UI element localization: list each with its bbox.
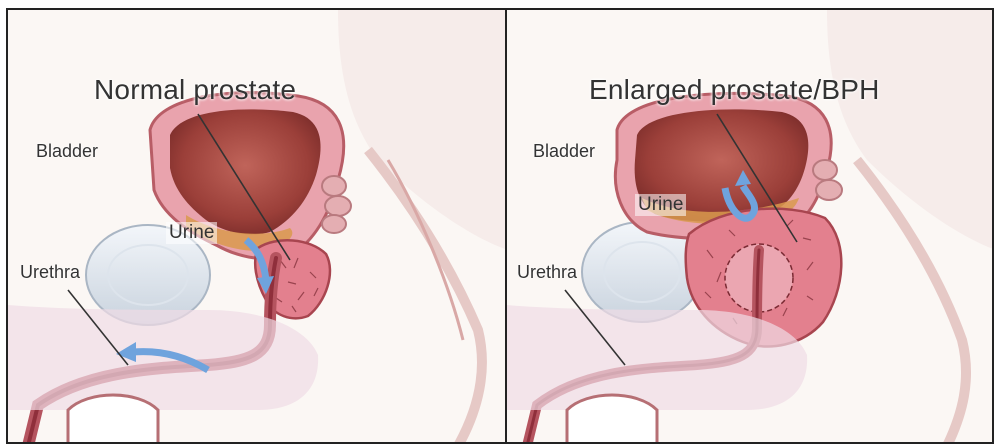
normal-prostate-panel: Normal prostate Bladder Urine Urethra [6, 8, 506, 444]
abdomen-tissue [338, 10, 506, 250]
bladder-label: Bladder [36, 141, 98, 162]
urethra-label: Urethra [517, 262, 577, 283]
bladder-label: Bladder [533, 141, 595, 162]
seminal-vesicles [322, 176, 351, 233]
penile-tissue [8, 305, 318, 410]
panel-title: Normal prostate [94, 74, 296, 106]
urethra-label: Urethra [20, 262, 80, 283]
enlarged-prostate-panel: Enlarged prostate/BPH Bladder Urine Uret… [505, 8, 994, 444]
urine-label: Urine [166, 222, 217, 244]
urine-label: Urine [635, 194, 686, 216]
panel-title: Enlarged prostate/BPH [589, 74, 880, 106]
